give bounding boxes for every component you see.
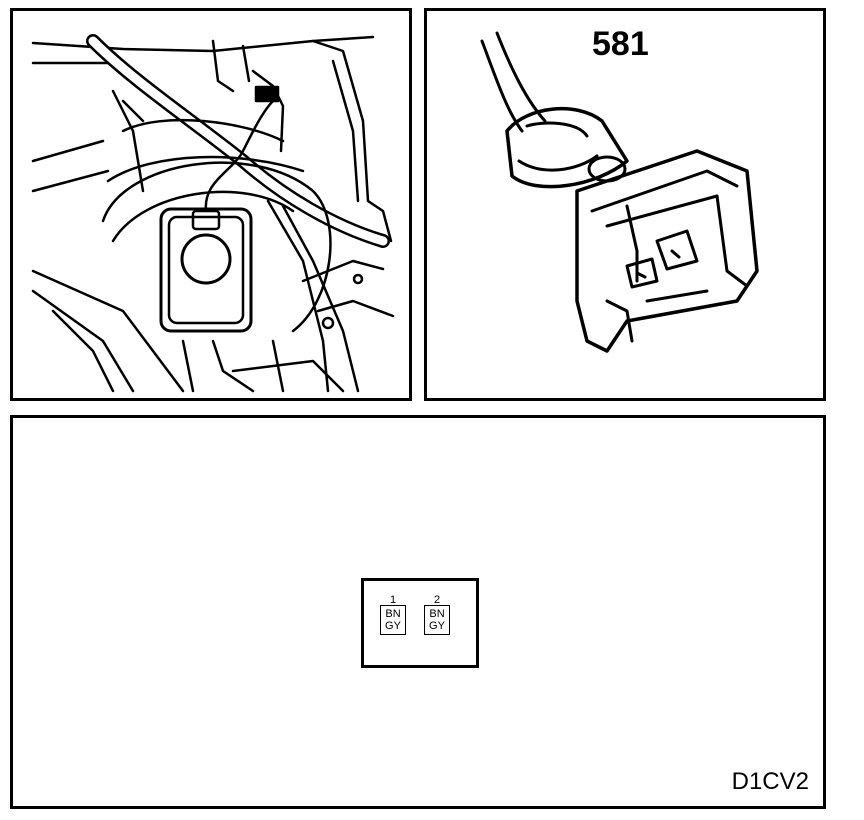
pin-wire-colors: BN GY [380, 605, 406, 635]
diagram-code: D1CV2 [731, 768, 809, 795]
connector-pin-face: 1 BN GY 2 BN GY [361, 578, 479, 668]
wire-color-code: GY [385, 620, 401, 632]
pin-wire-colors: BN GY [424, 605, 450, 635]
engine-bay-view [10, 8, 412, 401]
pinout-view: 1 BN GY 2 BN GY D1CV2 [10, 415, 826, 809]
engine-bay-illustration [31, 34, 395, 393]
connector-view: 581 [424, 8, 826, 401]
wire-color-code: GY [429, 620, 445, 632]
wire-color-code: BN [429, 608, 445, 620]
wire-color-code: BN [385, 608, 401, 620]
pin-1: 1 BN GY [380, 595, 406, 635]
pin-2: 2 BN GY [424, 595, 450, 635]
connector-illustration [480, 31, 759, 353]
pin-number: 2 [433, 594, 441, 606]
pin-number: 1 [389, 594, 397, 606]
connector-number: 581 [592, 25, 649, 63]
